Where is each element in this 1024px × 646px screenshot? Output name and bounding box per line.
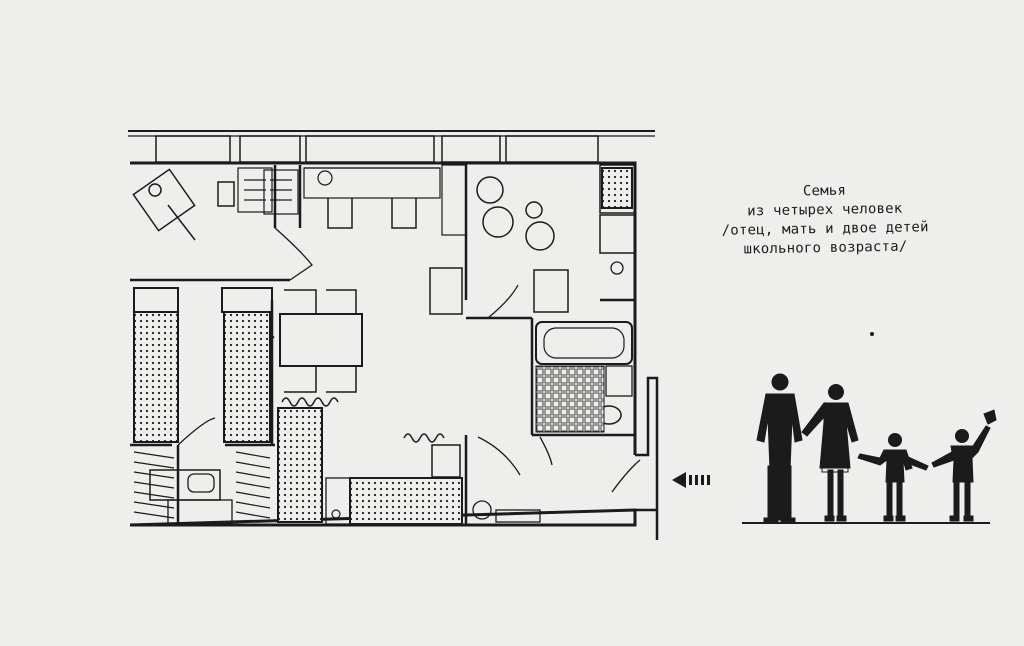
child-figure-2 xyxy=(931,409,997,522)
lamp xyxy=(317,170,333,186)
bathroom-tiles xyxy=(535,365,605,433)
entrance-wall xyxy=(635,376,659,540)
entrance-arrow xyxy=(672,472,710,488)
child-figure-1 xyxy=(857,433,929,522)
family-caption: Семья из четырех человек /отец, мать и д… xyxy=(699,180,950,260)
sink xyxy=(599,214,636,254)
dining-chairs xyxy=(284,289,357,393)
mother-figure xyxy=(801,384,859,522)
kitchen-cabinet xyxy=(533,269,569,313)
bathtub xyxy=(535,321,633,365)
kitchen-shelf xyxy=(441,164,467,236)
door-swings xyxy=(177,227,641,493)
curtains xyxy=(281,397,445,443)
hall-cabinet xyxy=(431,444,461,478)
family-figures xyxy=(742,373,997,524)
armchair xyxy=(132,168,196,241)
hall-bench xyxy=(495,509,541,523)
beds xyxy=(133,167,633,525)
desk-chairs xyxy=(327,198,417,229)
washbasin xyxy=(605,365,633,397)
windows xyxy=(155,135,599,163)
father-figure xyxy=(756,373,803,523)
dining-table xyxy=(279,313,363,367)
dot-mark xyxy=(870,332,874,336)
stove xyxy=(599,164,636,214)
wardrobe-hatching xyxy=(133,179,292,519)
side-table xyxy=(217,181,235,207)
fridge xyxy=(429,267,463,315)
shelf-desk xyxy=(303,167,441,199)
